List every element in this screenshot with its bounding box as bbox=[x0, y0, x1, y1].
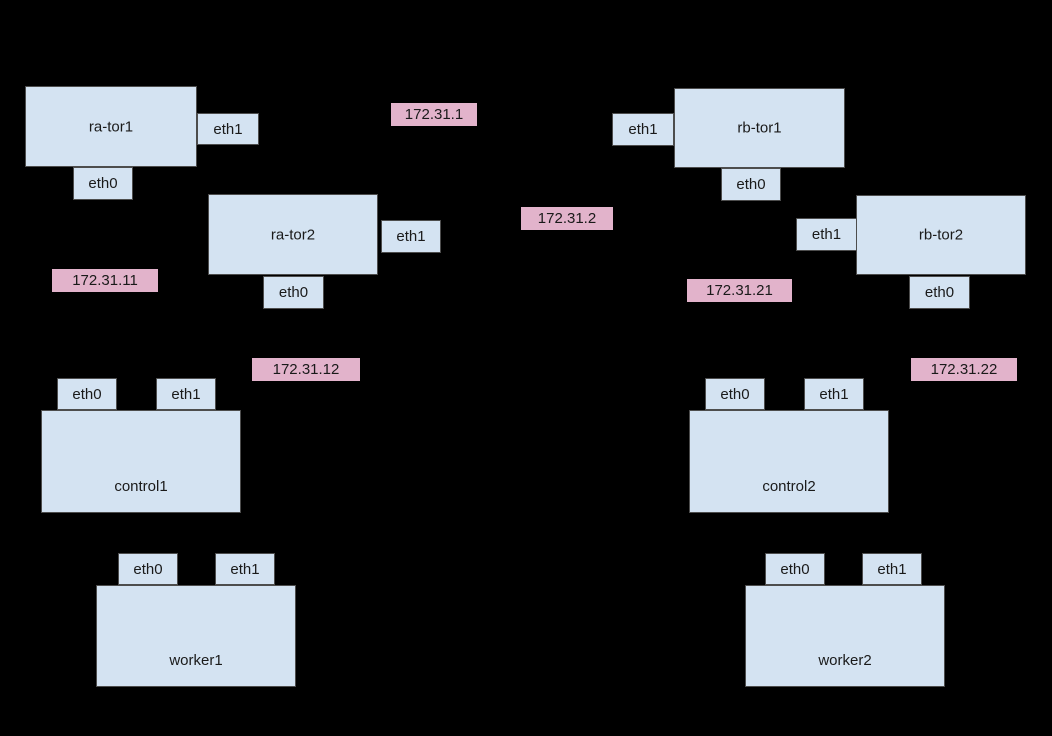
port-label: eth0 bbox=[720, 385, 750, 403]
port-ra-tor2-eth0[interactable]: eth0 bbox=[263, 276, 324, 309]
port-control1-eth1[interactable]: eth1 bbox=[156, 378, 216, 410]
node-label-rb-tor2: rb-tor2 bbox=[918, 226, 964, 244]
port-label: eth1 bbox=[819, 385, 849, 403]
node-ra-tor2[interactable]: ra-tor2 bbox=[208, 194, 378, 275]
port-rb-tor2-eth1[interactable]: eth1 bbox=[796, 218, 857, 251]
port-label: eth0 bbox=[736, 176, 766, 193]
port-ra-tor1-eth1[interactable]: eth1 bbox=[197, 113, 259, 145]
port-label: eth0 bbox=[924, 284, 955, 301]
port-control2-eth0[interactable]: eth0 bbox=[705, 378, 765, 410]
port-worker1-eth0[interactable]: eth0 bbox=[118, 553, 178, 585]
port-label: eth1 bbox=[628, 121, 658, 138]
ip-label-172-31-2: 172.31.2 bbox=[521, 207, 613, 230]
node-label-worker1: worker1 bbox=[169, 652, 223, 669]
port-ra-tor1-eth0[interactable]: eth0 bbox=[73, 167, 133, 200]
port-rb-tor1-eth1[interactable]: eth1 bbox=[612, 113, 674, 146]
port-label: eth0 bbox=[780, 560, 810, 578]
node-label-worker2: worker2 bbox=[818, 652, 872, 669]
port-control1-eth0[interactable]: eth0 bbox=[57, 378, 117, 410]
ip-label-172-31-22: 172.31.22 bbox=[911, 358, 1017, 381]
port-rb-tor2-eth0[interactable]: eth0 bbox=[909, 276, 970, 309]
port-label: eth1 bbox=[396, 228, 426, 245]
ip-label-172-31-21: 172.31.21 bbox=[687, 279, 792, 302]
node-label-ra-tor2: ra-tor2 bbox=[270, 226, 316, 243]
node-rb-tor1[interactable]: rb-tor1 bbox=[674, 88, 845, 168]
ip-label-172-31-12: 172.31.12 bbox=[252, 358, 360, 381]
node-worker1[interactable]: worker1 bbox=[96, 585, 296, 687]
port-label: eth1 bbox=[230, 560, 260, 578]
port-label: eth0 bbox=[133, 560, 163, 578]
port-label: eth1 bbox=[811, 226, 842, 243]
node-rb-tor2[interactable]: rb-tor2 bbox=[856, 195, 1026, 275]
port-worker2-eth0[interactable]: eth0 bbox=[765, 553, 825, 585]
port-label: eth0 bbox=[72, 385, 102, 403]
port-label: eth1 bbox=[171, 385, 201, 403]
port-label: eth1 bbox=[213, 120, 243, 138]
ip-label-172-31-1: 172.31.1 bbox=[391, 103, 477, 126]
node-label-rb-tor1: rb-tor1 bbox=[737, 119, 782, 137]
port-worker1-eth1[interactable]: eth1 bbox=[215, 553, 275, 585]
node-control2[interactable]: control2 bbox=[689, 410, 889, 513]
node-control1[interactable]: control1 bbox=[41, 410, 241, 513]
port-ra-tor2-eth1[interactable]: eth1 bbox=[381, 220, 441, 253]
port-label: eth1 bbox=[877, 560, 907, 578]
port-label: eth0 bbox=[88, 175, 118, 192]
port-control2-eth1[interactable]: eth1 bbox=[804, 378, 864, 410]
ip-label-172-31-11: 172.31.11 bbox=[52, 269, 158, 292]
node-ra-tor1[interactable]: ra-tor1 bbox=[25, 86, 197, 167]
port-worker2-eth1[interactable]: eth1 bbox=[862, 553, 922, 585]
node-label-ra-tor1: ra-tor1 bbox=[88, 118, 134, 135]
port-label: eth0 bbox=[278, 284, 309, 301]
node-label-control2: control2 bbox=[762, 478, 816, 495]
node-label-control1: control1 bbox=[114, 478, 168, 495]
port-rb-tor1-eth0[interactable]: eth0 bbox=[721, 168, 781, 201]
node-worker2[interactable]: worker2 bbox=[745, 585, 945, 687]
